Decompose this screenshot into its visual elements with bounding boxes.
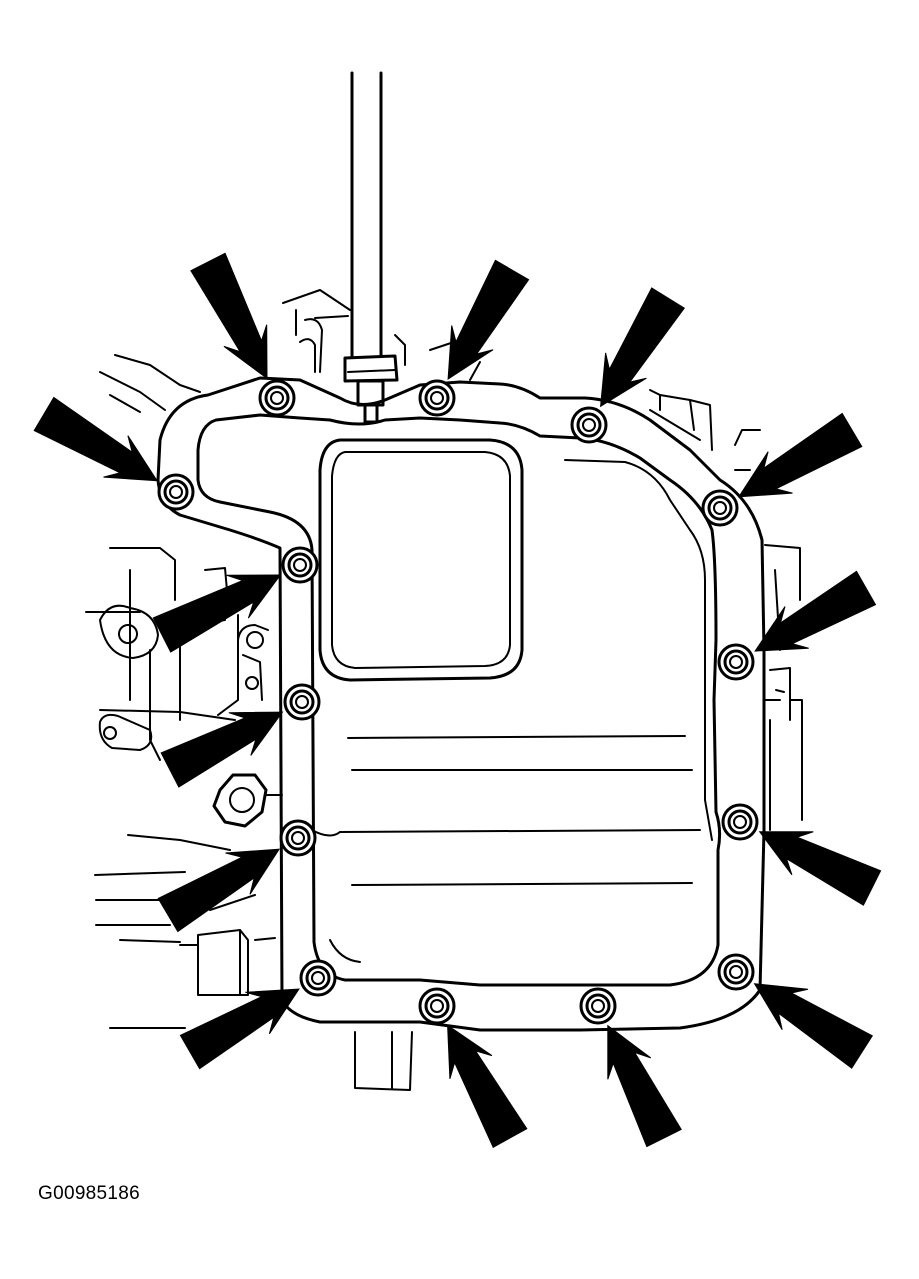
bolt-arrow bbox=[737, 412, 863, 498]
pan-bolt bbox=[717, 953, 755, 991]
bolt-arrows bbox=[33, 252, 882, 1148]
pan-bolt bbox=[418, 379, 456, 417]
bolt-arrow bbox=[160, 711, 284, 788]
pan-bolt bbox=[281, 546, 319, 584]
bolt-arrow bbox=[754, 570, 877, 652]
pan-bolts bbox=[157, 379, 759, 1025]
pan-bolt bbox=[283, 683, 321, 721]
engine-block-background bbox=[85, 289, 803, 1091]
figure-id-label: G00985186 bbox=[38, 1183, 141, 1204]
pan-bolt bbox=[701, 489, 739, 527]
pan-bolt bbox=[418, 987, 456, 1025]
pan-bolt bbox=[570, 406, 608, 444]
dipstick-tube bbox=[343, 71, 399, 424]
bolt-arrow bbox=[190, 252, 268, 380]
bolt-arrow bbox=[152, 574, 282, 653]
bolt-arrow bbox=[753, 983, 874, 1069]
pan-bolt bbox=[258, 379, 296, 417]
bolt-arrow bbox=[447, 259, 530, 380]
bolt-arrow bbox=[157, 848, 281, 933]
pan-bolt bbox=[717, 643, 755, 681]
bolt-arrow bbox=[600, 287, 686, 408]
bolt-arrow bbox=[33, 396, 159, 482]
bolt-arrow bbox=[607, 1024, 682, 1148]
pan-bolt bbox=[299, 959, 337, 997]
pan-bolt bbox=[279, 819, 317, 857]
pan-bolt bbox=[157, 473, 195, 511]
bolt-arrow bbox=[447, 1024, 528, 1148]
pan-bolt bbox=[579, 987, 617, 1025]
bolt-arrow bbox=[179, 988, 300, 1070]
pan-bolt bbox=[721, 803, 759, 841]
bolt-arrow bbox=[758, 831, 882, 906]
oil-pan-flange bbox=[156, 376, 766, 1032]
